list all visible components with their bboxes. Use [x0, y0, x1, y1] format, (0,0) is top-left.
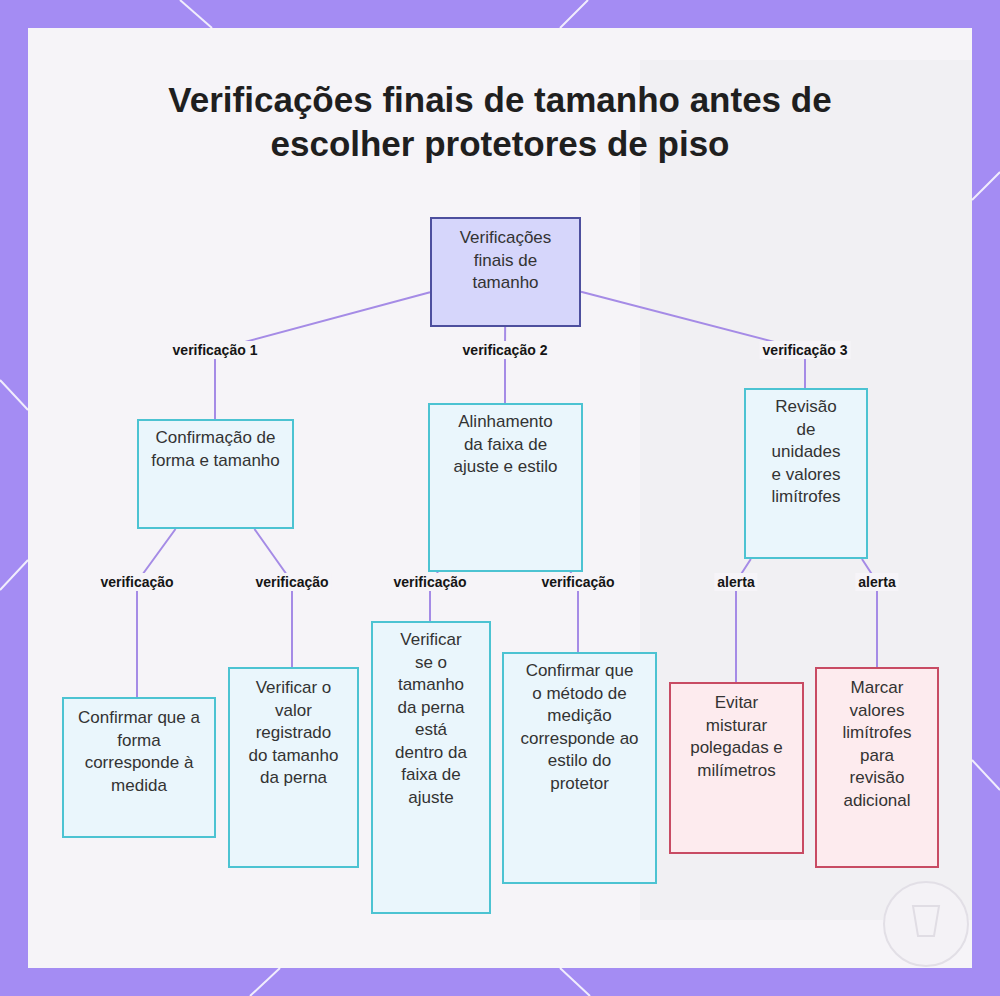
- edge-label: alerta: [714, 573, 757, 591]
- edge-label: verificação: [390, 573, 469, 591]
- node-label: Confirmação de forma e tamanho: [151, 427, 280, 472]
- node-label: Marcar valores limítrofes para revisão a…: [833, 677, 921, 812]
- edge-label: verificação 3: [760, 341, 851, 359]
- edge-label: verificação 2: [460, 341, 551, 359]
- frame-line: [972, 172, 1000, 200]
- node-label: Confirmar que a forma corresponde à medi…: [78, 707, 200, 797]
- process-box: Alinhamento da faixa de ajuste e estilo: [428, 403, 583, 572]
- blurred-backdrop: [640, 60, 972, 920]
- connector-line: [137, 529, 176, 697]
- edge-label: verificação: [538, 573, 617, 591]
- diagram-title: Verificações finais de tamanho antes de …: [130, 78, 870, 166]
- frame-line: [0, 380, 28, 410]
- edge-label: verificação: [97, 573, 176, 591]
- panel-background: [28, 28, 972, 968]
- alert-box: Marcar valores limítrofes para revisão a…: [815, 667, 939, 868]
- process-box: Confirmar que a forma corresponde à medi…: [62, 697, 216, 838]
- node-label: Evitar misturar polegadas e milímetros: [687, 692, 786, 782]
- node-label: Alinhamento da faixa de ajuste e estilo: [448, 411, 563, 479]
- root-box: Verificações finais de tamanho: [430, 217, 581, 327]
- logo-symbol: [913, 906, 939, 936]
- logo-circle: [884, 882, 968, 966]
- frame-line: [0, 560, 28, 590]
- connector-line: [504, 327, 506, 403]
- process-box: Confirmar que o método de medição corres…: [502, 652, 657, 884]
- process-box: Confirmação de forma e tamanho: [137, 419, 294, 529]
- edge-label: verificação: [252, 573, 331, 591]
- frame-line: [972, 760, 1000, 790]
- node-label: Verificações finais de tamanho: [446, 227, 565, 295]
- edge-label: alerta: [855, 573, 898, 591]
- connector-line: [581, 292, 805, 388]
- frame-line: [560, 968, 590, 996]
- edge-label: verificação 1: [170, 341, 261, 359]
- node-label: Verificar se o tamanho da perna está den…: [393, 629, 469, 809]
- node-label: Verificar o valor registrado do tamanho …: [244, 677, 343, 790]
- process-box: Verificar se o tamanho da perna está den…: [371, 621, 491, 914]
- logo-badge: [884, 882, 968, 966]
- frame-line: [180, 0, 212, 28]
- alert-box: Evitar misturar polegadas e milímetros: [669, 682, 804, 854]
- process-box: Revisão de unidades e valores limítrofes: [744, 388, 868, 559]
- connector-line: [254, 529, 292, 667]
- node-label: Confirmar que o método de medição corres…: [520, 660, 639, 795]
- node-label: Revisão de unidades e valores limítrofes: [766, 396, 846, 509]
- frame-line: [560, 0, 588, 28]
- process-box: Verificar o valor registrado do tamanho …: [228, 667, 359, 868]
- frame-line: [250, 968, 280, 996]
